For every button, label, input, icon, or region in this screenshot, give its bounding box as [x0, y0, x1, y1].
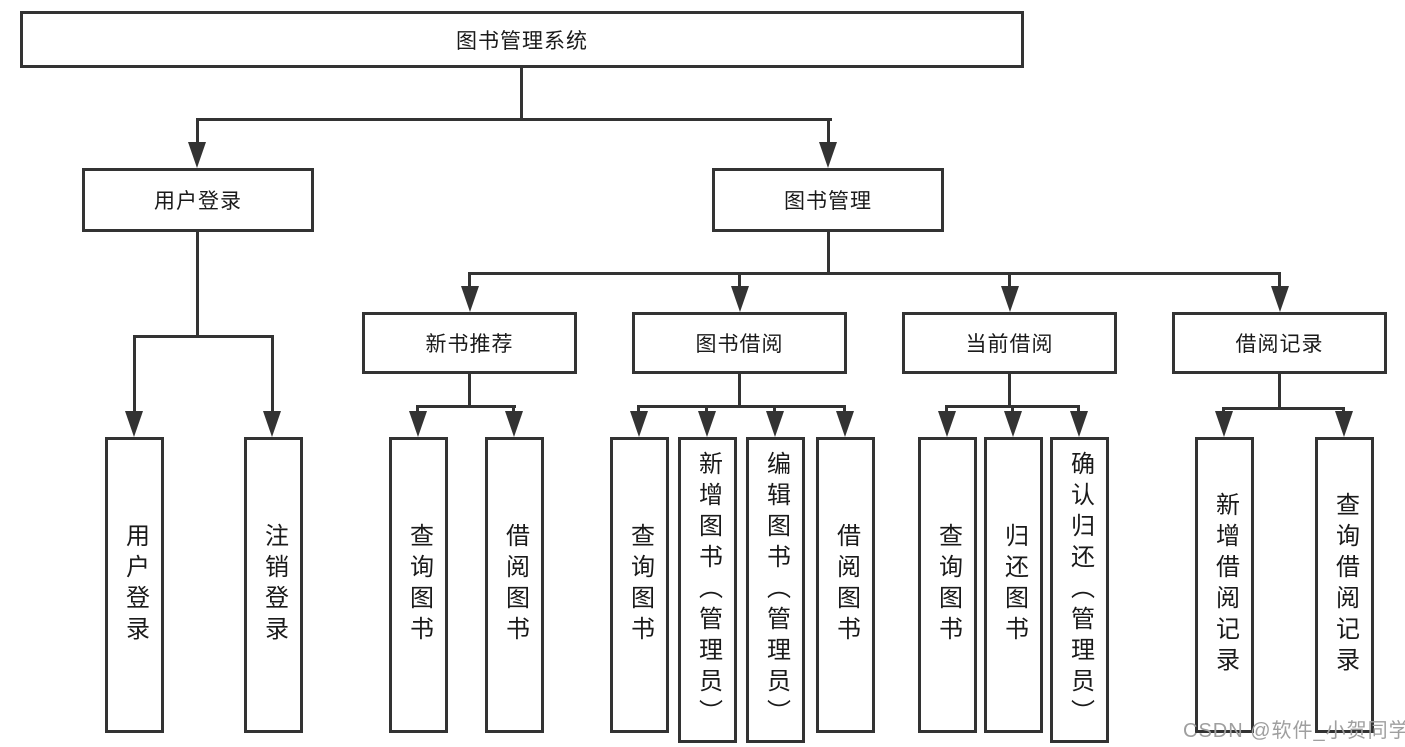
node-leaf-edit-books-admin: 编辑图书（管理员）	[746, 437, 805, 743]
node-leaf-borrow-books: 借阅图书	[816, 437, 875, 733]
arrow-down-icon	[731, 286, 749, 312]
node-label: 新增借阅记录	[1211, 492, 1239, 678]
arrow-down-icon	[1070, 411, 1088, 437]
connector-user-login-trunk	[196, 232, 199, 335]
node-label: 借阅记录	[1235, 333, 1324, 356]
connector-borrow-records-trunk	[1278, 374, 1281, 407]
arrow-down-icon	[1004, 411, 1022, 437]
connector-user-login-branch	[133, 335, 274, 338]
node-label: 图书管理	[784, 190, 872, 213]
connector-book-mgmt-trunk	[827, 232, 830, 272]
node-new-book-recommend: 新书推荐	[362, 312, 577, 374]
connector-stem	[271, 335, 274, 413]
node-label: 图书管理系统	[456, 29, 588, 53]
connector-stem	[1077, 405, 1080, 413]
connector-root-trunk	[520, 68, 523, 120]
connector-stem	[416, 405, 419, 413]
connector-stem	[738, 272, 741, 288]
arrow-down-icon	[409, 411, 427, 437]
connector-stem	[1222, 407, 1225, 413]
connector-borrow-records-branch	[1222, 407, 1345, 410]
connector-new-book-branch	[416, 405, 516, 408]
node-label: 编辑图书（管理员）	[762, 450, 790, 730]
connector-stem	[468, 272, 471, 288]
connector-stem	[1011, 405, 1014, 413]
node-label: 注销登录	[260, 523, 288, 647]
arrow-down-icon	[1215, 411, 1233, 437]
node-label: 新书推荐	[425, 333, 514, 356]
arrow-down-icon	[461, 286, 479, 312]
connector-stem	[1342, 407, 1345, 413]
connector-book-borrow-trunk	[738, 374, 741, 405]
connector-stem	[843, 405, 846, 413]
connector-stem	[637, 405, 640, 413]
arrow-down-icon	[938, 411, 956, 437]
node-label: 确认归还（管理员）	[1066, 450, 1094, 730]
node-label: 查询图书	[626, 523, 654, 647]
arrow-down-icon	[263, 411, 281, 437]
node-leaf-add-borrow-record: 新增借阅记录	[1195, 437, 1254, 733]
node-leaf-query-books-current: 查询图书	[918, 437, 977, 733]
node-leaf-query-books-recommend: 查询图书	[389, 437, 448, 733]
connector-stem	[773, 405, 776, 413]
arrow-down-icon	[1335, 411, 1353, 437]
arrow-down-icon	[698, 411, 716, 437]
node-leaf-user-login: 用户登录	[105, 437, 164, 733]
connector-stem	[512, 405, 515, 413]
node-leaf-confirm-return-admin: 确认归还（管理员）	[1050, 437, 1109, 743]
arrow-down-icon	[125, 411, 143, 437]
connector-root-branch	[196, 118, 832, 121]
connector-book-mgmt-branch	[468, 272, 1281, 275]
connector-current-borrow-trunk	[1008, 374, 1011, 405]
node-label: 查询图书	[934, 523, 962, 647]
arrow-down-icon	[836, 411, 854, 437]
node-book-management: 图书管理	[712, 168, 944, 232]
connector-book-borrow-branch	[637, 405, 846, 408]
node-book-borrow: 图书借阅	[632, 312, 847, 374]
node-label: 查询图书	[405, 523, 433, 647]
node-leaf-query-borrow-record: 查询借阅记录	[1315, 437, 1374, 733]
arrow-down-icon	[766, 411, 784, 437]
arrow-down-icon	[505, 411, 523, 437]
node-label: 当前借阅	[965, 333, 1054, 356]
node-leaf-query-books-borrow: 查询图书	[610, 437, 669, 733]
node-user-login: 用户登录	[82, 168, 314, 232]
node-label: 新增图书（管理员）	[694, 450, 722, 730]
connector-stem	[827, 118, 830, 144]
node-label: 归还图书	[1000, 523, 1028, 647]
connector-new-book-trunk	[468, 374, 471, 405]
watermark: CSDN @软件_小贺同学	[1183, 720, 1405, 742]
connector-stem	[1278, 272, 1281, 288]
node-root-library-system: 图书管理系统	[20, 11, 1024, 68]
node-label: 用户登录	[121, 523, 149, 647]
node-label: 借阅图书	[832, 523, 860, 647]
node-borrow-records: 借阅记录	[1172, 312, 1387, 374]
arrow-down-icon	[630, 411, 648, 437]
node-label: 查询借阅记录	[1331, 492, 1359, 678]
connector-stem	[945, 405, 948, 413]
node-leaf-add-books-admin: 新增图书（管理员）	[678, 437, 737, 743]
node-label: 图书借阅	[695, 333, 784, 356]
arrow-down-icon	[1001, 286, 1019, 312]
connector-stem	[705, 405, 708, 413]
node-label: 用户登录	[154, 190, 242, 213]
node-label: 借阅图书	[501, 523, 529, 647]
connector-stem	[1008, 272, 1011, 288]
connector-stem	[196, 118, 199, 144]
node-current-borrow: 当前借阅	[902, 312, 1117, 374]
node-leaf-logout: 注销登录	[244, 437, 303, 733]
node-leaf-return-books: 归还图书	[984, 437, 1043, 733]
connector-stem	[133, 335, 136, 413]
arrow-down-icon	[1271, 286, 1289, 312]
arrow-down-icon	[188, 142, 206, 168]
node-leaf-borrow-books-recommend: 借阅图书	[485, 437, 544, 733]
arrow-down-icon	[819, 142, 837, 168]
